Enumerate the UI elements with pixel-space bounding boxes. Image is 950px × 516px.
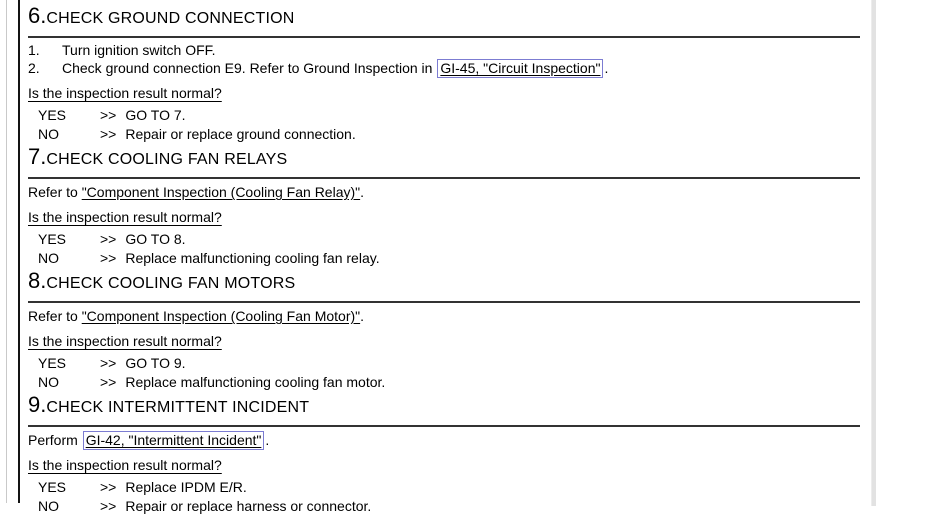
heading-rule [28, 425, 860, 427]
answer-no: NO >> Replace malfunctioning cooling fan m… [28, 373, 860, 392]
answer-label: NO [38, 498, 59, 514]
answer-label: NO [38, 126, 59, 142]
intro-suffix: . [360, 184, 365, 200]
answer-label: NO [38, 374, 59, 390]
step-number: 6. [28, 3, 47, 28]
answer-no: NO >> Replace malfunctioning cooling fan r… [28, 249, 860, 268]
step-item-text: Turn ignition switch OFF. [62, 42, 216, 58]
procedure-step-7: 7.CHECK COOLING FAN RELAYS Refer to "Com… [28, 144, 860, 268]
answer-list: YES >> GO TO 9. NO >> Replace malfunctioning… [28, 354, 860, 392]
answer-arrow: >> [100, 374, 117, 390]
step-title: CHECK GROUND CONNECTION [46, 10, 295, 27]
heading-rule [28, 301, 860, 303]
answer-list: YES >> Replace IPDM E/R. NO >> Repair or rep… [28, 478, 860, 516]
numbered-step: 2. Check ground connection E9. Refer to G… [28, 59, 860, 78]
procedure-content: 6.CHECK GROUND CONNECTION 1. Turn ignitio… [28, 3, 860, 516]
procedure-step-9: 9.CHECK INTERMITTENT INCIDENT Perform GI… [28, 392, 860, 516]
answer-yes: YES >> GO TO 7. [28, 106, 860, 125]
step-item-marker: 2. [28, 60, 40, 76]
heading-rule [28, 177, 860, 179]
numbered-step: 1. Turn ignition switch OFF. [28, 41, 860, 59]
step-number: 8. [28, 268, 47, 293]
step-item-text-prefix: Check ground connection E9. Refer to Gro… [62, 60, 437, 76]
answer-list: YES >> GO TO 7. NO >> Repair or replace grou… [28, 106, 860, 144]
link-gi45-circuit-inspection[interactable]: GI-45, "Circuit Inspection" [437, 59, 604, 78]
page-right-edge [871, 0, 876, 506]
step-heading: 9.CHECK INTERMITTENT INCIDENT [28, 392, 860, 421]
answer-arrow: >> [100, 126, 117, 142]
page-edge-hairline [6, 0, 7, 503]
step-heading: 8.CHECK COOLING FAN MOTORS [28, 268, 860, 297]
answer-no: NO >> Repair or replace ground connection. [28, 125, 860, 144]
step-number: 9. [28, 392, 47, 417]
intro-line: Perform GI-42, "Intermittent Incident". [28, 431, 860, 450]
heading-rule [28, 36, 860, 38]
answer-arrow: >> [100, 498, 117, 514]
answer-label: YES [38, 231, 67, 247]
inspection-question: Is the inspection result normal? [28, 209, 222, 225]
answer-arrow: >> [100, 231, 117, 247]
step-title: CHECK INTERMITTENT INCIDENT [46, 399, 310, 416]
answer-label: YES [38, 479, 67, 495]
step-number: 7. [28, 144, 47, 169]
step-heading: 6.CHECK GROUND CONNECTION [28, 3, 860, 32]
numbered-steps: 1. Turn ignition switch OFF. 2. Check grou… [28, 41, 860, 78]
answer-text: Repair or replace harness or connector. [125, 498, 372, 514]
answer-text: Replace malfunctioning cooling fan relay… [125, 250, 380, 266]
step-title: CHECK COOLING FAN MOTORS [46, 275, 296, 292]
answer-text: Repair or replace ground connection. [125, 126, 356, 142]
answer-label: YES [38, 355, 67, 371]
intro-suffix: . [360, 308, 365, 324]
answer-text: GO TO 7. [125, 107, 186, 123]
answer-arrow: >> [100, 107, 117, 123]
inspection-question: Is the inspection result normal? [28, 333, 222, 349]
intro-prefix: Refer to [28, 184, 82, 200]
step-item-marker: 1. [28, 42, 40, 58]
step-title: CHECK COOLING FAN RELAYS [46, 151, 288, 168]
answer-no: NO >> Repair or replace harness or connect… [28, 497, 860, 516]
answer-label: YES [38, 107, 67, 123]
intro-line: Refer to "Component Inspection (Cooling … [28, 307, 860, 325]
answer-list: YES >> GO TO 8. NO >> Replace malfunctioning… [28, 230, 860, 268]
link-component-inspection-cooling-fan-motor[interactable]: "Component Inspection (Cooling Fan Motor… [81, 308, 361, 324]
step-heading: 7.CHECK COOLING FAN RELAYS [28, 144, 860, 173]
intro-line: Refer to "Component Inspection (Cooling … [28, 183, 860, 201]
inspection-question: Is the inspection result normal? [28, 457, 222, 473]
answer-text: GO TO 8. [125, 231, 186, 247]
inspection-question: Is the inspection result normal? [28, 85, 222, 101]
intro-prefix: Perform [28, 432, 82, 448]
intro-prefix: Refer to [28, 308, 82, 324]
answer-yes: YES >> GO TO 9. [28, 354, 860, 373]
answer-arrow: >> [100, 479, 117, 495]
answer-label: NO [38, 250, 59, 266]
link-component-inspection-cooling-fan-relay[interactable]: "Component Inspection (Cooling Fan Relay… [81, 184, 361, 200]
answer-text: GO TO 9. [125, 355, 186, 371]
step-item-text-suffix: . [604, 60, 609, 76]
answer-yes: YES >> Replace IPDM E/R. [28, 478, 860, 497]
procedure-step-8: 8.CHECK COOLING FAN MOTORS Refer to "Com… [28, 268, 860, 392]
answer-arrow: >> [100, 355, 117, 371]
procedure-step-6: 6.CHECK GROUND CONNECTION 1. Turn ignitio… [28, 3, 860, 144]
answer-text: Replace malfunctioning cooling fan motor… [125, 374, 386, 390]
link-gi42-intermittent-incident[interactable]: GI-42, "Intermittent Incident" [82, 431, 265, 450]
answer-arrow: >> [100, 250, 117, 266]
page-left-border [18, 0, 20, 503]
intro-suffix: . [265, 432, 270, 448]
answer-yes: YES >> GO TO 8. [28, 230, 860, 249]
answer-text: Replace IPDM E/R. [125, 479, 247, 495]
